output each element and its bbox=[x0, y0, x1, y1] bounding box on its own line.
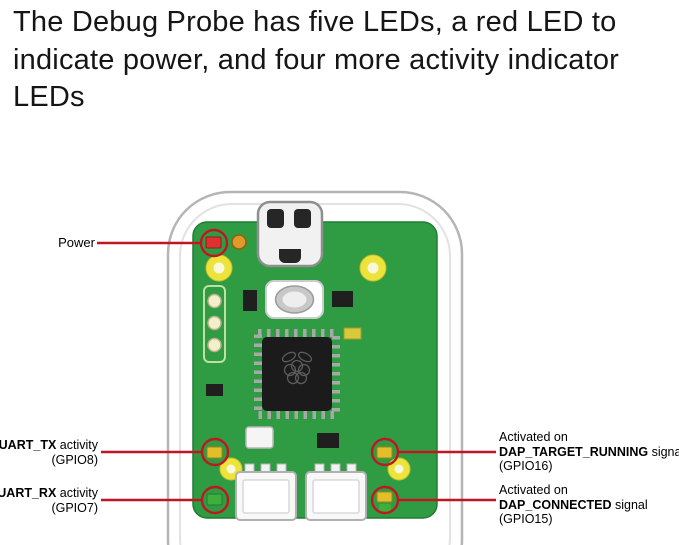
heading: The Debug Probe has five LEDs, a red LED… bbox=[13, 4, 619, 117]
uart-rx-label: UART_RX activity (GPIO7) bbox=[0, 486, 98, 515]
pad-strip bbox=[203, 285, 226, 363]
dap-connected-prefix: Activated on bbox=[499, 483, 568, 497]
component bbox=[243, 290, 257, 311]
reset-button bbox=[265, 280, 324, 319]
jst-connector-left bbox=[235, 463, 297, 521]
dap-connected-signal-name: DAP_CONNECTED bbox=[499, 497, 612, 512]
mounting-hole bbox=[359, 254, 387, 282]
dap-target-callout-circle bbox=[370, 437, 400, 467]
dap-target-running-led bbox=[376, 446, 393, 459]
dap-target-running-label: Activated on DAP_TARGET_RUNNING signal (… bbox=[499, 430, 679, 474]
dap-target-prefix: Activated on bbox=[499, 430, 568, 444]
uart-rx-led bbox=[206, 493, 223, 506]
uart-tx-callout-circle bbox=[200, 437, 230, 467]
usb-connector bbox=[256, 200, 324, 268]
heading-line-2: indicate power, and four more activity i… bbox=[13, 43, 620, 76]
uart-rx-signal-name: UART_RX bbox=[0, 486, 57, 500]
dap-connected-led-green bbox=[379, 504, 391, 513]
component bbox=[206, 384, 223, 396]
dap-target-signal-name: DAP_TARGET_RUNNING bbox=[499, 444, 649, 459]
raspberry-pi-logo bbox=[281, 351, 313, 385]
power-led bbox=[205, 236, 222, 249]
dap-connected-gpio: (GPIO15) bbox=[499, 512, 553, 526]
component bbox=[332, 291, 353, 307]
mounting-hole bbox=[205, 254, 233, 282]
power-label: Power bbox=[58, 235, 95, 250]
heading-line-3: LEDs bbox=[13, 81, 85, 113]
power-callout-circle bbox=[199, 228, 229, 258]
uart-rx-callout-circle bbox=[200, 485, 230, 515]
uart-tx-label: UART_TX activity (GPIO8) bbox=[0, 438, 98, 467]
jst-connector-right bbox=[305, 463, 367, 521]
dap-connected-callout-circle bbox=[370, 485, 400, 515]
dap-target-gpio: (GPIO16) bbox=[499, 459, 553, 473]
component bbox=[317, 433, 339, 448]
uart-rx-gpio: (GPIO7) bbox=[51, 500, 98, 515]
test-pad bbox=[231, 234, 247, 250]
oscillator bbox=[245, 426, 274, 449]
rp2040-chip bbox=[254, 329, 340, 419]
uart-tx-gpio: (GPIO8) bbox=[51, 452, 98, 467]
heading-line-1: The Debug Probe has five LEDs, a red LED… bbox=[13, 6, 617, 38]
dap-connected-led bbox=[376, 491, 393, 503]
mounting-hole bbox=[387, 457, 411, 481]
component bbox=[343, 327, 362, 340]
uart-tx-signal-name: UART_TX bbox=[0, 438, 57, 452]
dap-connected-label: Activated on DAP_CONNECTED signal (GPIO1… bbox=[499, 483, 648, 526]
annotations bbox=[97, 228, 496, 515]
uart-tx-led bbox=[206, 446, 223, 459]
